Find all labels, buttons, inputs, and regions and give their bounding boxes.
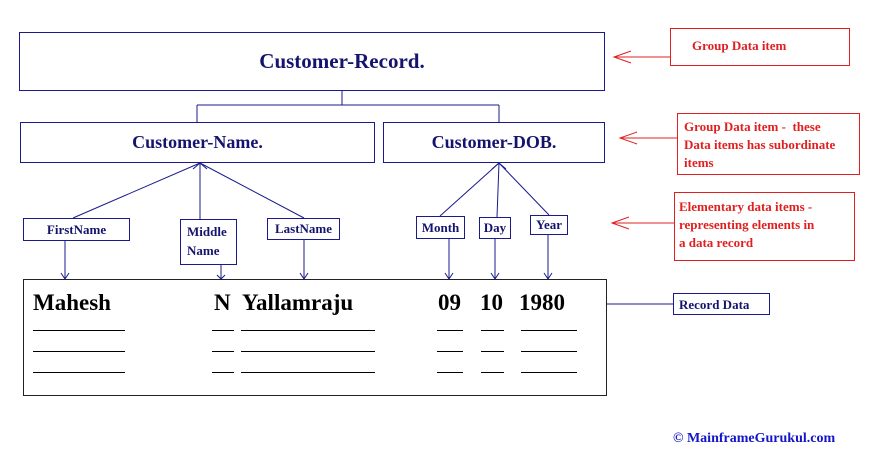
- annotation-group-item-text: Group Data item: [692, 38, 787, 53]
- annotation-elementary-text-3: a data record: [679, 235, 754, 250]
- elementary-middlename: Middle Name: [180, 219, 237, 265]
- record-year: 1980: [519, 290, 565, 315]
- record-last-name: Yallamraju: [242, 290, 354, 315]
- elementary-day: Day: [479, 217, 511, 239]
- group-customer-name: Customer-Name.: [20, 122, 375, 163]
- record-day: 10: [480, 290, 503, 315]
- annotation-record-data: Record Data: [673, 293, 770, 315]
- annotation-group-subordinate-text-3: items: [684, 155, 714, 170]
- annotation-group-item: Group Data item: [670, 28, 850, 66]
- annotation-elementary-text-1: Elementary data items -: [679, 199, 813, 214]
- group-customer-record: Customer-Record.: [19, 32, 605, 91]
- annotation-record-data-text: Record Data: [679, 297, 750, 312]
- elementary-lastname: LastName: [267, 218, 340, 240]
- elementary-middlename-label-1: Middle: [187, 224, 227, 239]
- annotation-elementary: Elementary data items - representing ele…: [674, 192, 855, 261]
- copyright-text: © MainframeGurukul.com: [673, 431, 836, 446]
- group-customer-dob-label: Customer-DOB.: [431, 132, 557, 152]
- record-first-name: Mahesh: [33, 290, 111, 315]
- group-customer-name-label: Customer-Name.: [132, 132, 263, 152]
- annotation-group-subordinate-text-1: Group Data item - these: [684, 119, 821, 134]
- elementary-firstname: FirstName: [23, 218, 130, 241]
- record-month: 09: [438, 290, 461, 315]
- elementary-day-label: Day: [483, 220, 507, 235]
- elementary-month: Month: [416, 216, 465, 239]
- annotation-elementary-text-2: representing elements in: [679, 217, 815, 232]
- elementary-middlename-label-2: Name: [187, 243, 220, 258]
- annotation-group-subordinate: Group Data item - these Data items has s…: [677, 113, 860, 175]
- elementary-year-label: Year: [536, 217, 562, 232]
- group-customer-record-label: Customer-Record.: [259, 49, 425, 73]
- elementary-firstname-label: FirstName: [46, 221, 107, 237]
- elementary-year: Year: [530, 215, 568, 235]
- record-middle-initial: N: [214, 290, 231, 315]
- record-data-box: [23, 279, 607, 396]
- elementary-month-label: Month: [421, 219, 460, 235]
- annotation-group-subordinate-text-2: Data items has subordinate: [684, 137, 836, 152]
- group-customer-dob: Customer-DOB.: [383, 122, 605, 163]
- elementary-lastname-label: LastName: [274, 221, 333, 236]
